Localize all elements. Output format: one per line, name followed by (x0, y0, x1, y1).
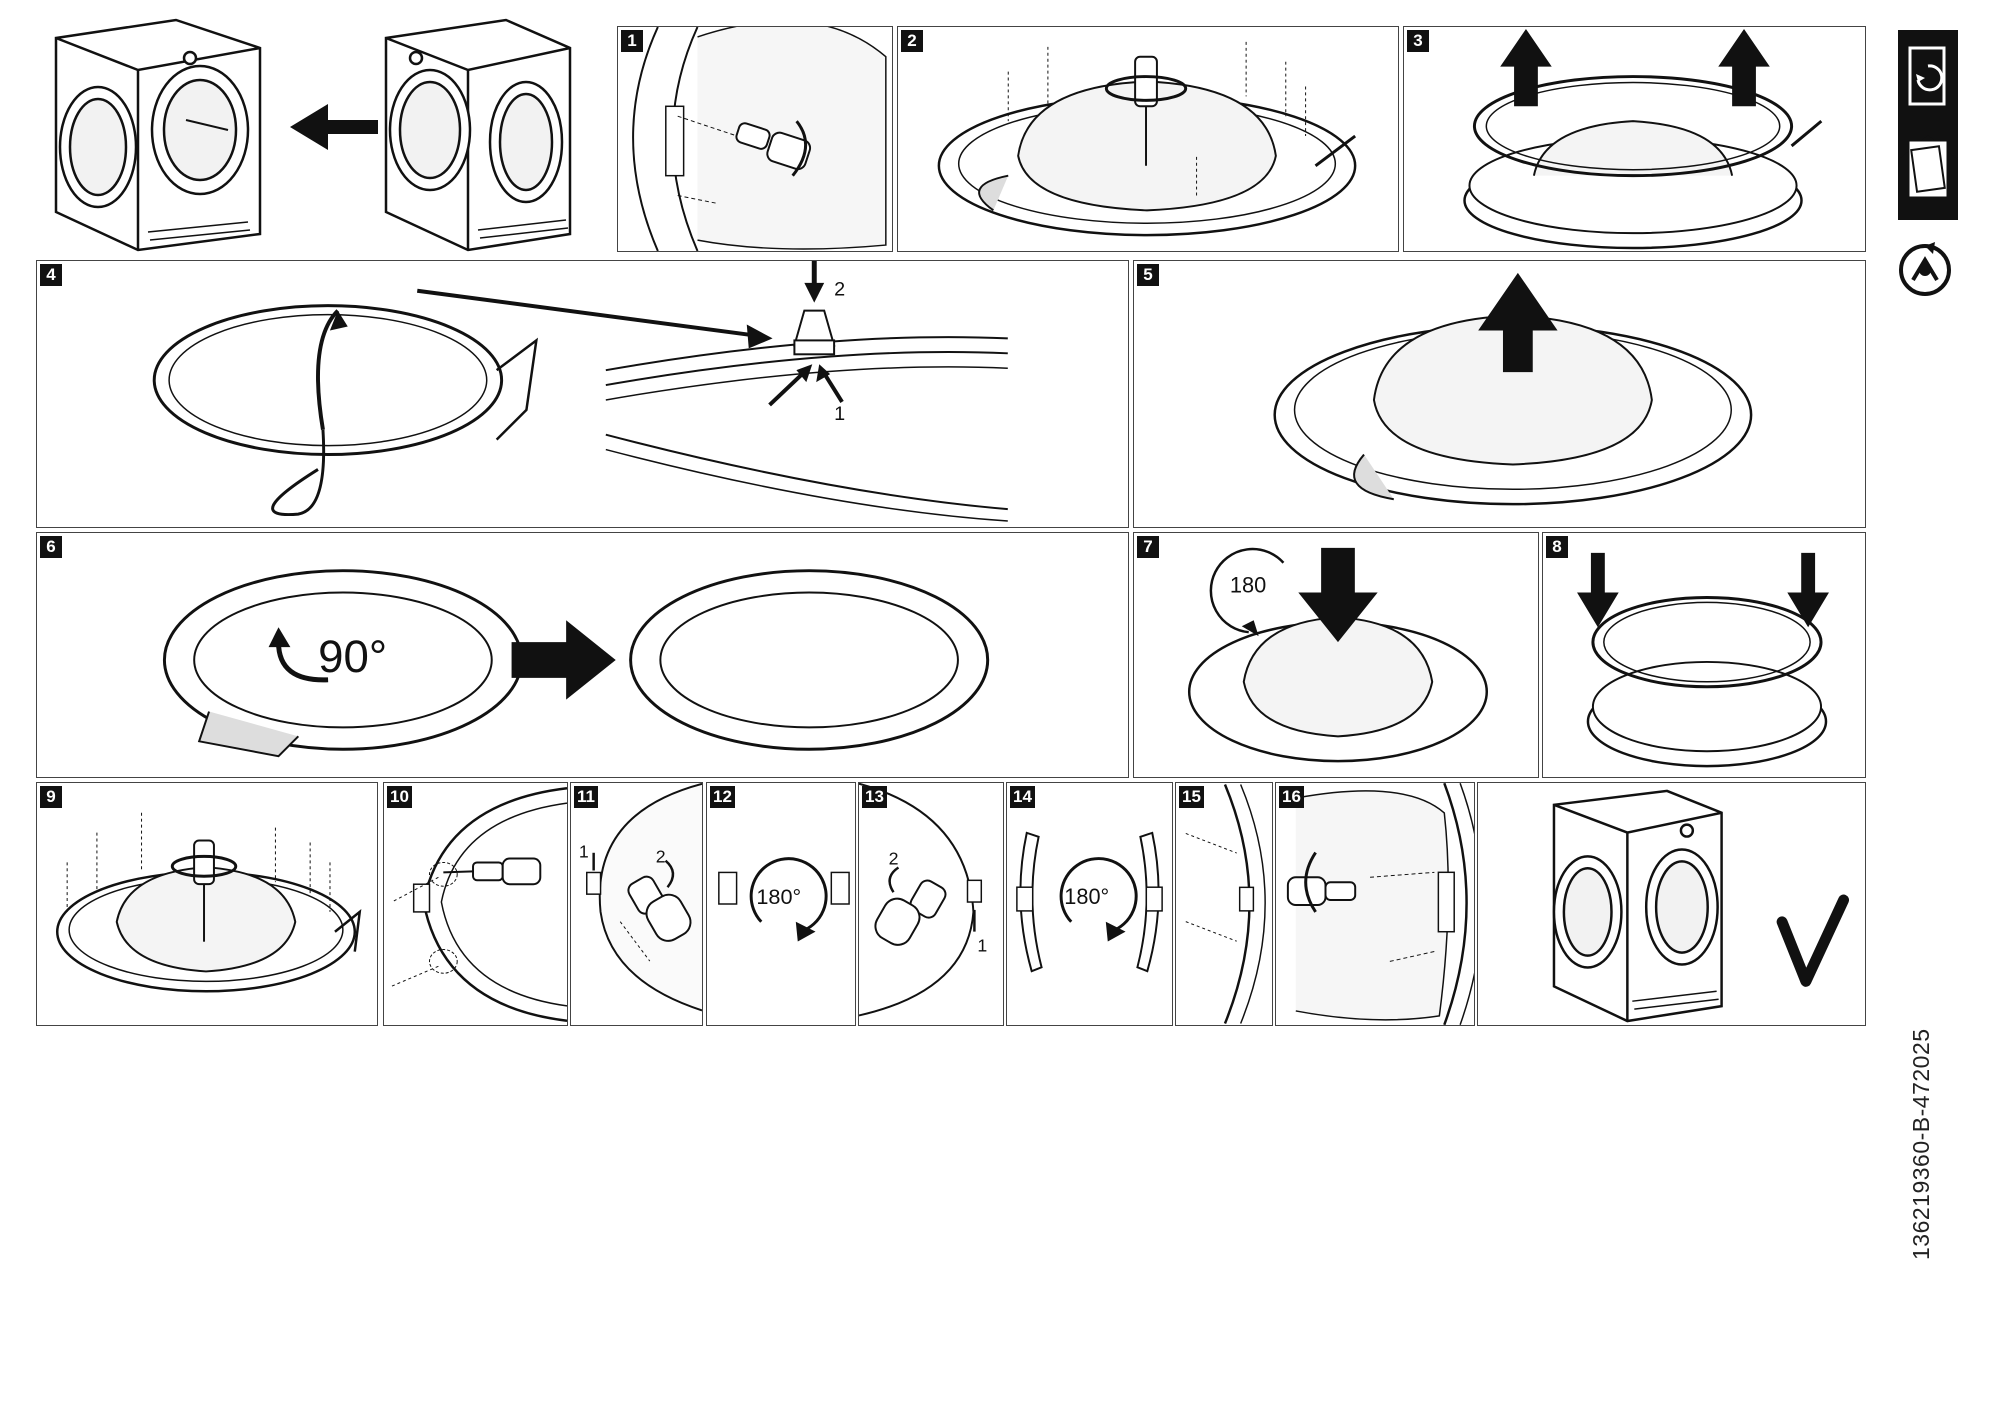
step-1-panel: 1 (617, 26, 893, 252)
step-4-panel: 2 1 4 (36, 260, 1129, 528)
step-number: 2 (901, 30, 923, 52)
step-15-panel: 15 (1175, 782, 1273, 1026)
step-number: 14 (1010, 786, 1035, 808)
document-code: 136219360-B-472025 (1908, 1028, 1934, 1260)
step-number: 5 (1137, 264, 1159, 286)
step-number: 7 (1137, 536, 1159, 558)
step-number: 10 (387, 786, 412, 808)
step11-callout-2: 2 (656, 847, 666, 867)
step-16-illustration (1286, 783, 1474, 1025)
step7-angle: 180 (1230, 573, 1266, 598)
language-tab: FR (1883, 30, 1958, 220)
step-2-panel: 2 (897, 26, 1399, 252)
step-10-panel: 10 (383, 782, 568, 1026)
step-number: 6 (40, 536, 62, 558)
recycle-icon (1899, 242, 1951, 296)
step-number: 16 (1279, 786, 1304, 808)
step-16-panel: 16 (1275, 782, 1475, 1026)
step-7-panel: 180 7 (1133, 532, 1539, 778)
step-11-illustration: 1 2 (579, 783, 702, 1012)
step-14-illustration: 180° (1016, 831, 1163, 973)
step-11-panel: 1 2 11 (570, 782, 703, 1026)
step-15-illustration (1185, 784, 1266, 1024)
step-9-illustration (55, 812, 362, 993)
final-panel (1477, 782, 1866, 1026)
step-number: 13 (862, 786, 887, 808)
step-5-panel: 5 (1133, 260, 1866, 528)
step-12-illustration: 180° (718, 857, 850, 942)
step-10-illustration (391, 787, 567, 1022)
language-code: FR (1883, 188, 1900, 208)
step-number: 11 (574, 786, 598, 808)
step-number: 15 (1179, 786, 1204, 808)
step-5-illustration (1273, 272, 1753, 506)
step4-callout-2: 2 (834, 279, 845, 301)
step-number: 1 (621, 30, 643, 52)
dryer-door-swap-illustration (54, 18, 572, 252)
step-number: 12 (710, 786, 735, 808)
step-4-illustration: 2 1 (152, 261, 1008, 522)
step-2-illustration (937, 41, 1357, 237)
step-13-illustration: 2 1 (859, 783, 987, 1017)
step-9-panel: 9 (36, 782, 378, 1026)
step-1-illustration (632, 27, 887, 251)
step-number: 4 (40, 264, 62, 286)
recycle-icon-wrap (1895, 240, 1955, 300)
step-8-illustration (1577, 552, 1829, 768)
door-reversal-tab-icon (1898, 30, 1958, 220)
final-result-illustration (1552, 789, 1850, 1023)
step6-angle: 90° (318, 631, 387, 682)
step13-callout-2: 2 (889, 849, 899, 869)
step14-angle: 180° (1064, 884, 1109, 909)
step-13-panel: 2 1 13 (858, 782, 1004, 1026)
step-12-panel: 180° 12 (706, 782, 856, 1026)
step11-callout-1: 1 (579, 842, 589, 862)
step-number: 9 (40, 786, 62, 808)
step-7-illustration: 180 (1187, 547, 1489, 763)
step-number: 3 (1407, 30, 1429, 52)
step-14-panel: 180° 14 (1006, 782, 1173, 1026)
step-8-panel: 8 (1542, 532, 1866, 778)
step12-angle: 180° (756, 884, 801, 909)
step-6-panel: 90° 6 (36, 532, 1129, 778)
checkmark-icon (1776, 894, 1850, 987)
step13-callout-1: 1 (977, 935, 987, 955)
step4-callout-1: 1 (834, 403, 845, 425)
step-3-illustration (1463, 28, 1823, 250)
intro-panel (38, 12, 578, 252)
step-6-illustration: 90° (162, 569, 990, 758)
step-3-panel: 3 (1403, 26, 1866, 252)
step-number: 8 (1546, 536, 1568, 558)
